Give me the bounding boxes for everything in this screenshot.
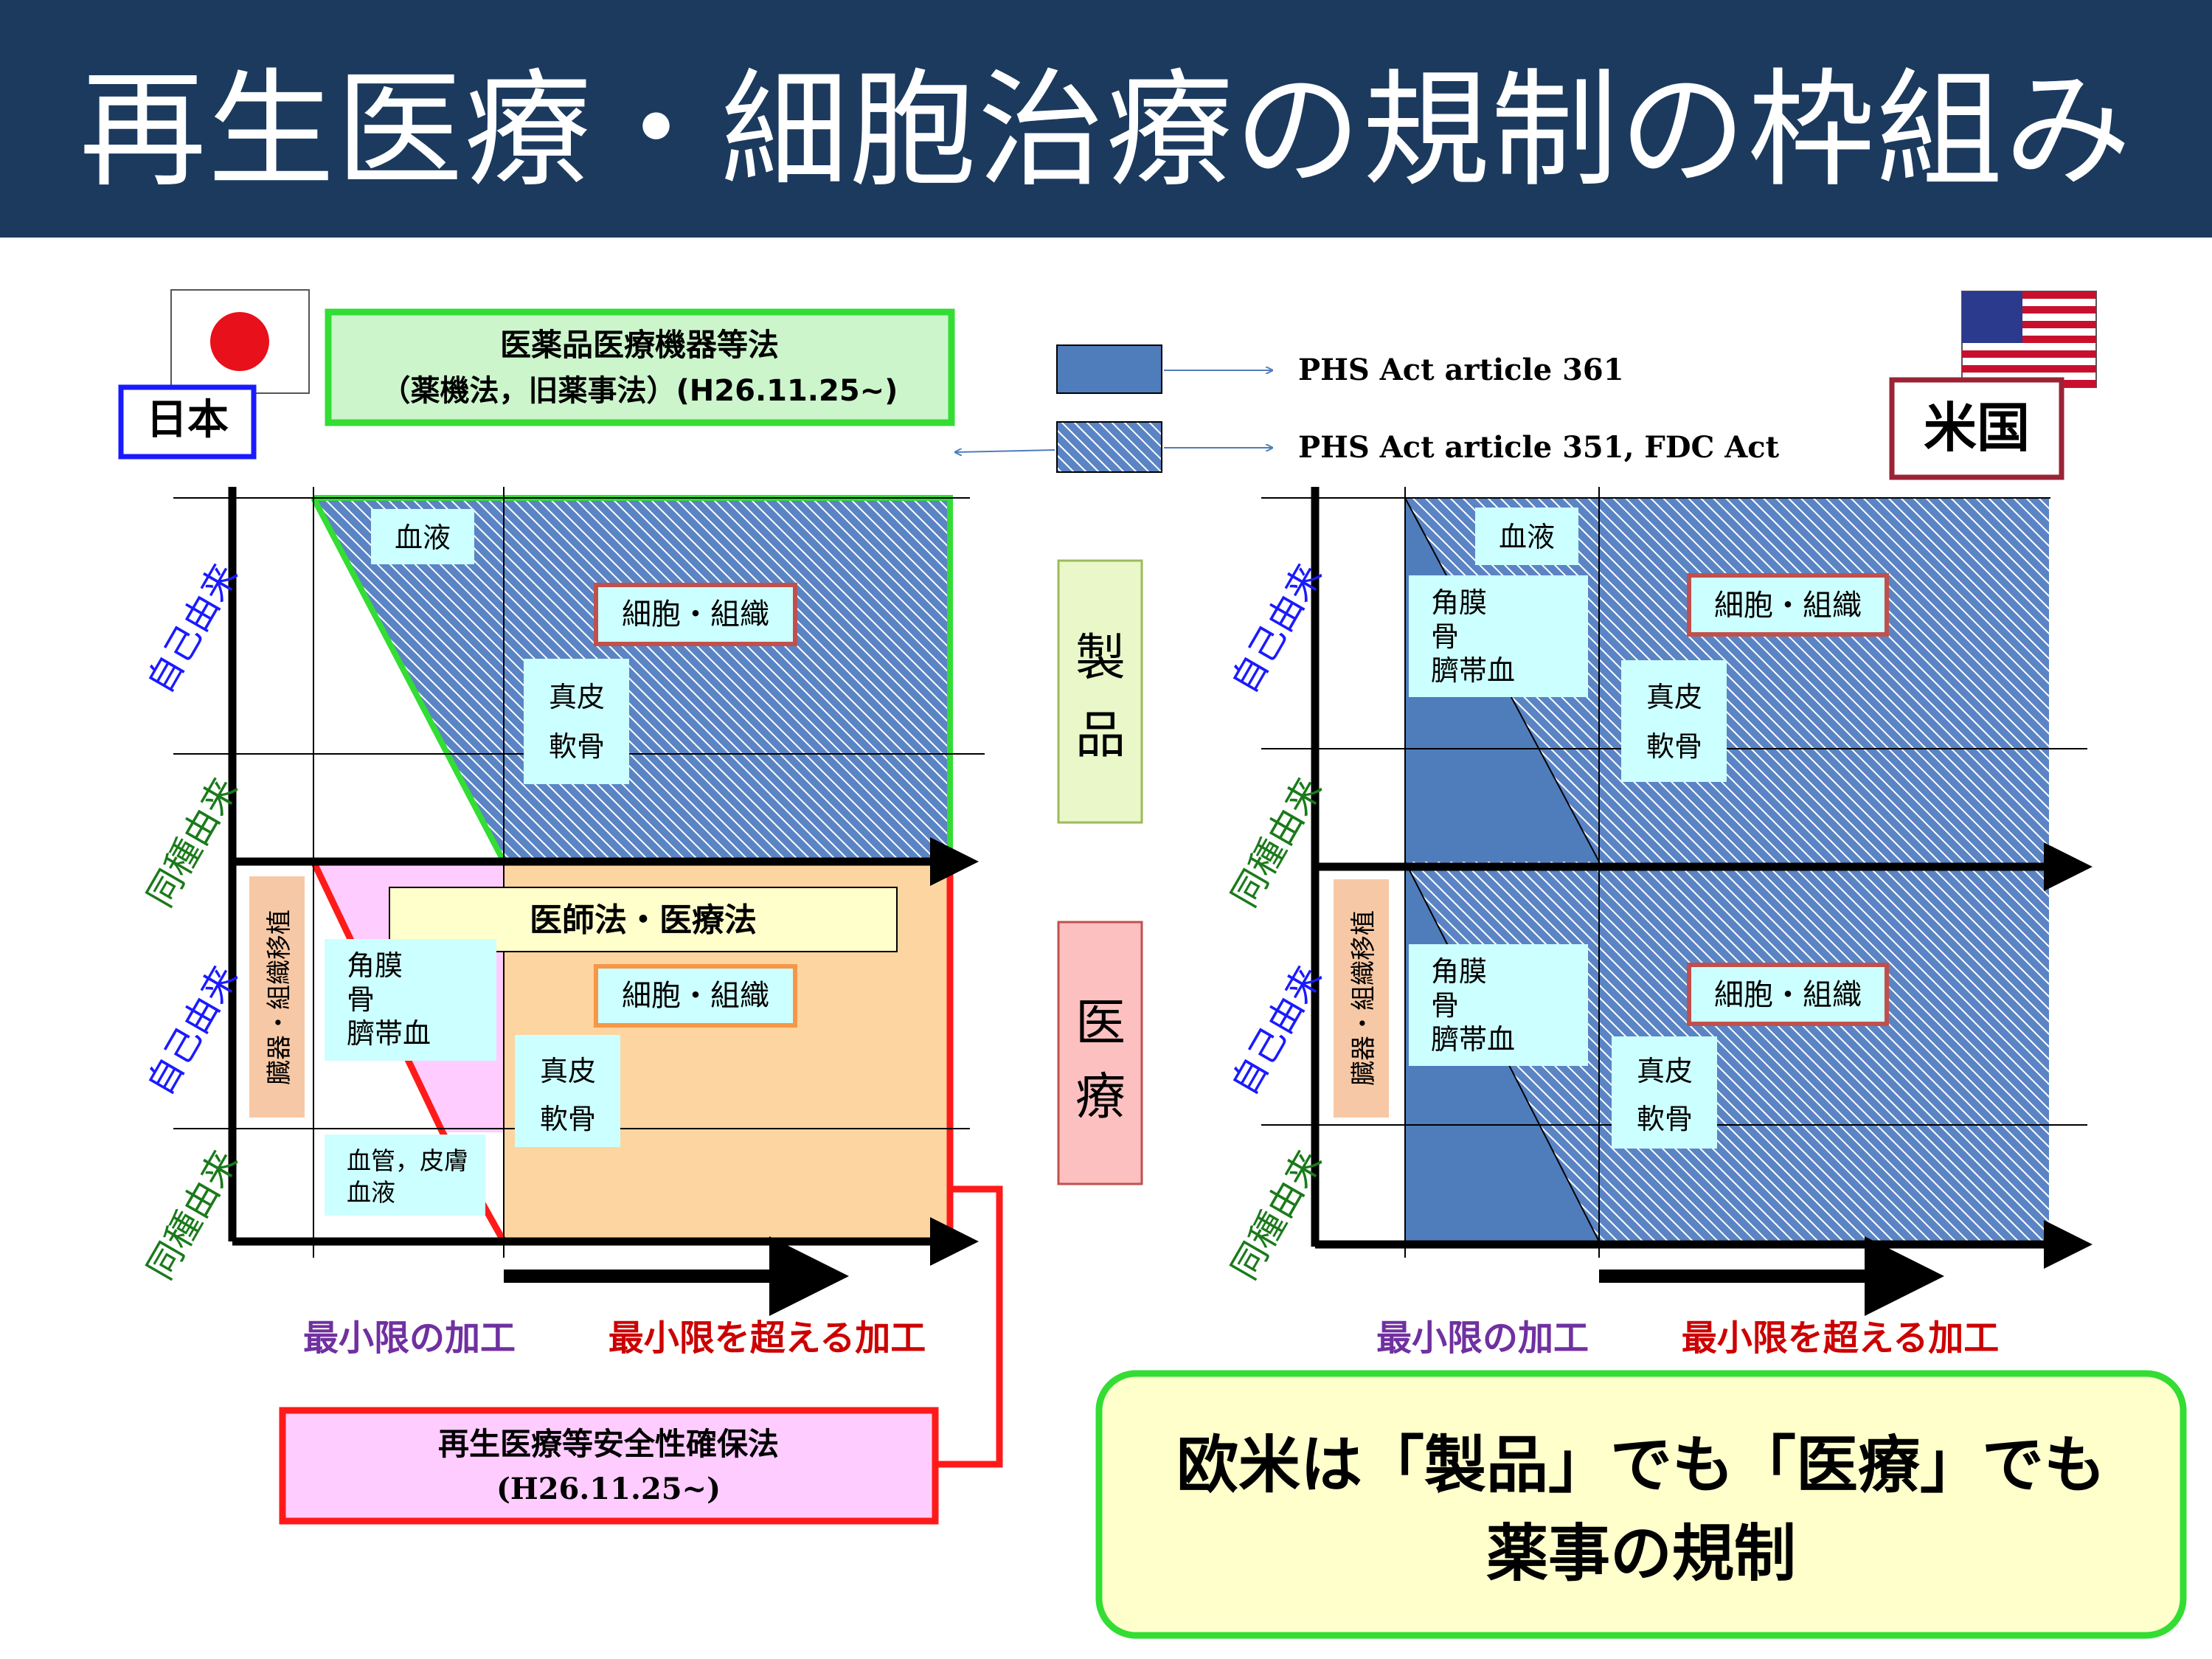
usa-axis-more-label: 最小限を超える加工 (1682, 1317, 2000, 1359)
japan-axis-more-label: 最小限を超える加工 (609, 1317, 926, 1359)
japan-cell-tissue-medical-label: 細胞・組織 (622, 979, 769, 1013)
product-label-box (1057, 559, 1143, 824)
japan-organ-transplant-label: 臓器・組織移植 (265, 910, 294, 1085)
medical-label-box (1057, 921, 1143, 1185)
usa-cell-tissue-medical-label: 細胞・組織 (1714, 978, 1862, 1012)
legend-hatched-swatch (1056, 421, 1162, 473)
legend-solid-swatch (1056, 344, 1162, 394)
japan-flag-icon (170, 289, 310, 394)
usa-dermis-product-label-1: 軟骨 (1646, 730, 1702, 763)
usa-blood-label: 血液 (1499, 521, 1555, 553)
japan-country-label: 日本 (146, 396, 229, 444)
japan-vessel-label-1: 血液 (347, 1178, 395, 1207)
conclusion-box (1095, 1370, 2187, 1639)
title-bar: 再生医療・細胞治療の規制の枠組み (0, 0, 2212, 238)
pmd-law-line1: 医薬品医療機器等法 (500, 327, 779, 363)
legend-hatched-label: PHS Act article 351, FDC Act (1298, 430, 1780, 465)
japan-vessel-label-0: 血管，皮膚 (347, 1146, 468, 1175)
legend-solid-label: PHS Act article 361 (1298, 353, 1624, 387)
medical-label-char-1: 療 (1075, 1068, 1126, 1126)
japan-blood-label: 血液 (395, 522, 451, 554)
product-label-char-1: 品 (1075, 707, 1126, 765)
usa-cornea-medical-label-2: 臍帯血 (1431, 1023, 1515, 1056)
usa-dermis-product-label-0: 真皮 (1646, 681, 1702, 713)
japan-country-box (118, 384, 257, 460)
legend: PHS Act article 361 PHS Act article 351,… (955, 344, 1780, 473)
japan-dermis-medical-label-1: 軟骨 (540, 1103, 596, 1135)
usa-cornea-product-box (1409, 575, 1588, 697)
usa-dermis-medical-label-0: 真皮 (1637, 1055, 1693, 1087)
usa-axis-minimal-label: 最小限の加工 (1376, 1317, 1589, 1359)
japan-organ-transplant-box (249, 876, 305, 1118)
japan-cornea-label-2: 臍帯血 (347, 1017, 431, 1050)
usa-cell-tissue-product-box (1687, 573, 1889, 637)
japan-panel: 日本 医薬品医療機器等法 （薬機法，旧薬事法）(H26.11.25~) 自己由来… (118, 289, 1003, 1525)
usa-cornea-product-label-0: 角膜 (1431, 586, 1487, 619)
usa-dermis-product-box (1621, 660, 1727, 782)
japan-dermis-product-label-1: 軟骨 (549, 730, 605, 763)
usa-dermis-medical-box (1612, 1036, 1717, 1149)
usa-blood-box (1475, 508, 1578, 565)
japan-blood-box (371, 509, 474, 564)
japan-axis-minimal-label: 最小限の加工 (303, 1317, 516, 1359)
regen-law-line1: 再生医療等安全性確保法 (438, 1426, 779, 1462)
slide-title: 再生医療・細胞治療の規制の枠組み (79, 56, 2133, 204)
usa-country-box (1889, 377, 2064, 480)
usa-dermis-medical-label-1: 軟骨 (1637, 1103, 1693, 1135)
medical-law-label: 医師法・医療法 (530, 901, 757, 939)
usa-cornea-product-label-2: 臍帯血 (1431, 654, 1515, 687)
japan-cell-tissue-medical-box (594, 964, 797, 1028)
japan-dermis-product-box (524, 659, 629, 784)
japan-dermis-medical-box (515, 1035, 620, 1147)
usa-cornea-medical-box (1409, 944, 1588, 1066)
center-labels: 製 品 医 療 (1057, 559, 1143, 1185)
usa-organ-transplant-box (1334, 879, 1389, 1118)
pmd-law-box (325, 308, 955, 426)
japan-dermis-medical-label-0: 真皮 (540, 1055, 596, 1087)
japan-cornea-box (325, 939, 496, 1061)
usa-cornea-medical-label-0: 角膜 (1431, 955, 1487, 988)
japan-dermis-product-label-0: 真皮 (549, 681, 605, 713)
japan-cell-tissue-product-label: 細胞・組織 (622, 598, 769, 631)
usa-cell-tissue-medical-box (1687, 963, 1889, 1026)
usa-organ-transplant-label: 臓器・組織移植 (1349, 910, 1379, 1086)
medical-label-char-0: 医 (1075, 994, 1126, 1053)
japan-cell-tissue-product-box (594, 583, 797, 646)
usa-cell-tissue-product-label: 細胞・組織 (1714, 589, 1862, 623)
usa-flag-icon (1961, 291, 2097, 388)
legend-link-to-pmd-arrow (955, 450, 1055, 452)
pmd-law-line2: （薬機法，旧薬事法）(H26.11.25~) (381, 374, 898, 408)
usa-cornea-product-label-1: 骨 (1431, 620, 1459, 653)
regen-law-connector (935, 1185, 1003, 1468)
conclusion-line2: 薬事の規制 (1486, 1517, 1796, 1590)
conclusion-line1: 欧米は「製品」でも「医療」でも (1176, 1429, 2106, 1501)
japan-cornea-label-1: 骨 (347, 983, 375, 1016)
usa-cornea-medical-label-1: 骨 (1431, 989, 1459, 1022)
conclusion: 欧米は「製品」でも「医療」でも 薬事の規制 (1095, 1370, 2187, 1639)
regen-law-line2: (H26.11.25~) (496, 1472, 721, 1506)
japan-cornea-label-0: 角膜 (347, 949, 403, 982)
usa-country-label: 米国 (1924, 397, 2030, 459)
product-label-char-0: 製 (1075, 629, 1126, 688)
japan-vessel-box (325, 1135, 485, 1216)
regen-law-box (279, 1407, 939, 1525)
